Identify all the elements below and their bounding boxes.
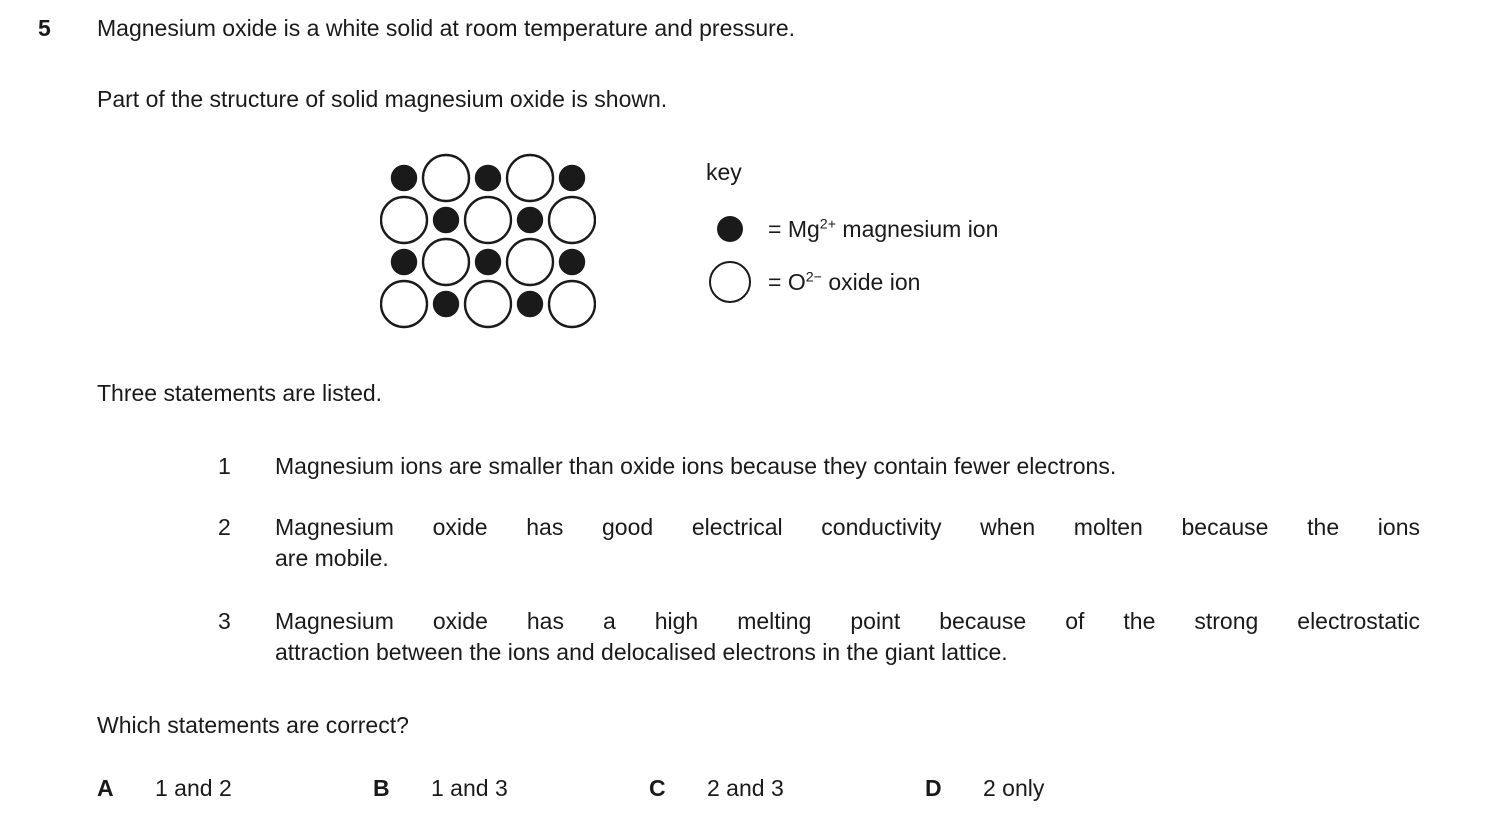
question-prompt: Which statements are correct? [97,712,409,738]
key-label-oxide: = O2− oxide ion [768,267,920,298]
option-a-letter: A [97,775,114,801]
option-b-letter: B [373,775,390,801]
key-label-magnesium: = Mg2+ magnesium ion [768,214,998,245]
option-b-text: 1 and 3 [431,775,508,801]
oxide-ion-circle [505,237,555,287]
structure-caption: Part of the structure of solid magnesium… [97,86,668,112]
key-entry-magnesium: = Mg2+ magnesium ion [706,210,998,248]
oxide-ion-circle [421,153,471,203]
statement-2-number: 2 [218,514,231,540]
oxide-ion-circle [547,279,597,329]
key-entry-oxide: = O2− oxide ion [706,261,998,303]
statement-1-number: 1 [218,453,231,479]
statement-3-text: Magnesium oxide has a high melting point… [275,606,1420,668]
key-o-suffix: oxide ion [821,268,921,295]
oxide-ion-circle [463,195,513,245]
lattice-svg [379,153,597,329]
statement-2-line-1: Magnesium oxide has good electrical cond… [275,514,1420,540]
magnesium-ion-circle [432,206,460,234]
magnesium-ion-circle [474,164,502,192]
oxide-ion-icon [709,261,751,303]
statement-2-line-2: are mobile. [275,545,389,571]
key-mg-prefix: = Mg [768,215,820,242]
option-d-text: 2 only [983,775,1045,801]
statement-2: 2 Magnesium oxide has good electrical co… [218,512,1420,574]
magnesium-ion-icon [717,216,743,242]
answer-options: A 1 and 2 B 1 and 3 C 2 and 3 D 2 only [97,773,1420,804]
key-title: key [706,159,742,185]
question-intro: Magnesium oxide is a white solid at room… [97,15,796,41]
magnesium-ion-circle [474,248,502,276]
statement-1-text: Magnesium ions are smaller than oxide io… [275,451,1420,482]
magnesium-ion-circle [558,248,586,276]
key: key = Mg2+ magnesium ion = O2− oxide ion [706,153,998,316]
question-number: 5 [38,15,51,41]
magnesium-ion-circle [390,164,418,192]
figure: key = Mg2+ magnesium ion = O2− oxide ion [379,153,1420,339]
statement-1: 1 Magnesium ions are smaller than oxide … [218,451,1420,482]
oxide-ion-circle [547,195,597,245]
oxide-ion-circle [379,279,429,329]
magnesium-ion-circle [432,290,460,318]
statement-3-number: 3 [218,608,231,634]
option-d: D 2 only [925,773,1201,804]
statement-1-line-1: Magnesium ions are smaller than oxide io… [275,453,1117,479]
statement-3-line-1: Magnesium oxide has a high melting point… [275,608,1420,634]
oxide-ion-circle [421,237,471,287]
key-mg-suffix: magnesium ion [836,215,999,242]
key-icon-slot [706,261,754,303]
option-c: C 2 and 3 [649,773,925,804]
magnesium-ion-circle [558,164,586,192]
key-icon-slot [706,216,754,242]
key-o-prefix: = O [768,268,806,295]
oxide-ion-circle [505,153,555,203]
statements-intro: Three statements are listed. [97,380,383,406]
option-b: B 1 and 3 [373,773,649,804]
oxide-ion-circle [463,279,513,329]
statement-3: 3 Magnesium oxide has a high melting poi… [218,606,1420,668]
question-body: Magnesium oxide is a white solid at room… [97,13,1420,804]
magnesium-ion-circle [516,290,544,318]
option-d-letter: D [925,775,942,801]
statement-2-text: Magnesium oxide has good electrical cond… [275,512,1420,574]
magnesium-ion-circle [390,248,418,276]
option-c-letter: C [649,775,666,801]
question-5: 5 Magnesium oxide is a white solid at ro… [38,13,1420,804]
oxide-ion-circle [379,195,429,245]
statement-3-line-2: attraction between the ions and delocali… [275,639,1008,665]
option-a: A 1 and 2 [97,773,373,804]
option-a-text: 1 and 2 [155,775,232,801]
key-mg-charge: 2+ [819,215,837,232]
key-o-charge: 2− [805,268,822,285]
option-c-text: 2 and 3 [707,775,784,801]
magnesium-ion-circle [516,206,544,234]
lattice-diagram [379,153,597,339]
